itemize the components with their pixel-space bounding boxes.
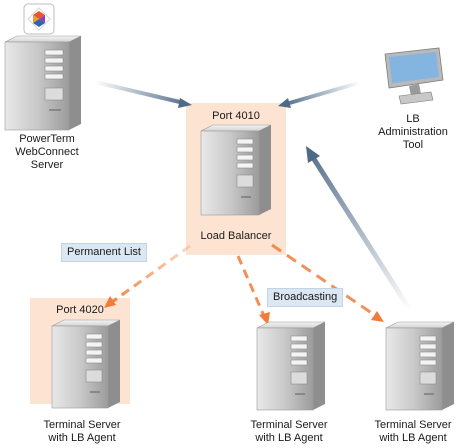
ts-left-port-label: Port 4020 [56, 304, 104, 316]
ts-right-label-line-2: with LB Agent [379, 432, 447, 444]
ts-middle-label: Terminal Server with LB Agent [239, 419, 339, 445]
load-balancer-label: Load Balancer [200, 230, 272, 242]
arrow-webconnect-to-lb [93, 80, 192, 108]
ts-right-label: Terminal Server with LB Agent [366, 419, 460, 445]
ts-left-label-line-1: Terminal Server [43, 419, 121, 431]
webconnect-label-line-1: PowerTerm [19, 133, 75, 145]
broadcasting-tag: Broadcasting [267, 288, 344, 307]
admin-label-line-3: Tool [402, 139, 424, 151]
admin-tool-label: LB Administration Tool [368, 113, 458, 152]
powerterm-logo-icon [23, 3, 55, 35]
arrow-ts-to-lb-return [306, 146, 413, 313]
lb-port-label: Port 4010 [212, 110, 260, 122]
ts-middle-label-line-2: with LB Agent [255, 432, 323, 444]
webconnect-label-line-3: Server [30, 159, 64, 171]
webconnect-label-line-2: WebConnect [15, 146, 79, 158]
webconnect-server-icon [4, 35, 82, 131]
ts-right-label-line-1: Terminal Server [374, 419, 452, 431]
ts-middle-label-line-1: Terminal Server [250, 419, 328, 431]
terminal-server-right-icon [385, 321, 455, 411]
arrow-broadcast-right [271, 243, 384, 322]
webconnect-server-label: PowerTerm WebConnect Server [2, 133, 92, 172]
terminal-server-middle-icon [256, 321, 326, 411]
ts-left-label-line-2: with LB Agent [48, 432, 116, 444]
ts-left-label: Terminal Server with LB Agent [32, 419, 132, 445]
terminal-server-left-icon [51, 319, 121, 409]
permanent-list-tag: Permanent List [61, 243, 147, 262]
arrow-permanent-list [104, 244, 191, 308]
arrow-broadcast-middle [236, 255, 270, 325]
arrow-admin-to-lb [278, 80, 364, 108]
monitor-icon [384, 47, 444, 105]
load-balancer-server-icon [200, 124, 272, 216]
admin-label-line-2: Administration [378, 126, 448, 138]
admin-label-line-1: LB [406, 113, 420, 125]
